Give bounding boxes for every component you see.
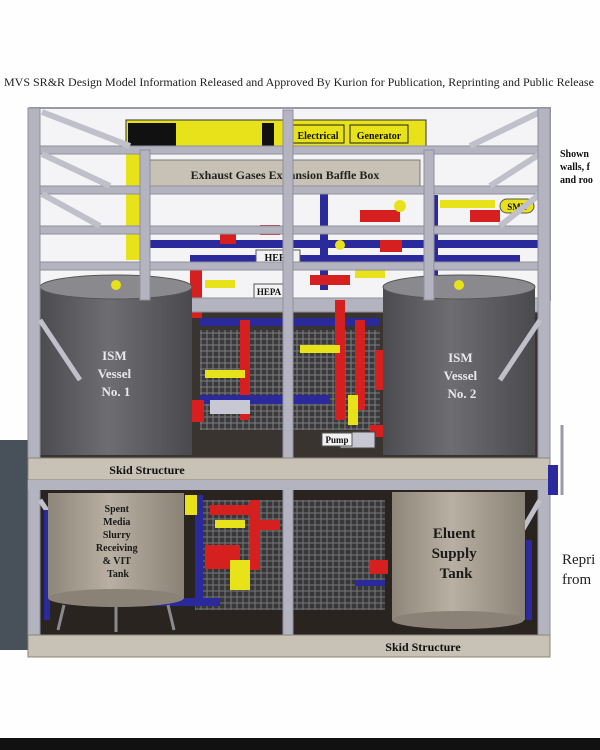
reprint-note-line: from [562, 572, 592, 588]
lower-pipework [44, 495, 532, 620]
generator-panel [262, 123, 274, 147]
eluent-tank [392, 492, 525, 620]
side-note-line: Shown [560, 149, 589, 160]
generator-label: Generator [357, 131, 402, 142]
ism-vessel-1 [40, 285, 192, 455]
eluent-tank-label-line: Eluent [433, 526, 476, 542]
eluent-tank-label-line: Supply [432, 546, 478, 562]
ism-vessel-1-label-line: No. 1 [102, 384, 131, 399]
spent-media-tank-label-line: & VIT [103, 556, 132, 567]
spent-media-tank-label-line: Receiving [96, 543, 138, 554]
ism-vessel-2-label-line: ISM [448, 350, 473, 365]
ism-vessel-2-port [454, 280, 464, 290]
spent-media-tank-bottom [48, 589, 184, 607]
pump-label-box [321, 432, 353, 447]
ism-vessel-1-label-line: Vessel [98, 366, 132, 381]
spent-media-tank-label: Spent Media Slurry Receiving & VIT Tank [96, 504, 140, 580]
yellow-column [126, 150, 140, 260]
side-note-line: and roo [560, 175, 593, 186]
ism-vessel-2-label-line: No. 2 [448, 386, 477, 401]
reprint-note-line: Repri [562, 552, 596, 568]
spent-media-tank-legs [56, 604, 176, 632]
spent-media-tank-label-line: Spent [105, 504, 130, 515]
spent-media-tank [48, 493, 184, 598]
ism-vessel-1-port [111, 280, 121, 290]
frame-braces [40, 109, 542, 229]
spent-media-tank-label-line: Tank [107, 569, 129, 580]
hepa-label-upper: HEPA [264, 253, 292, 264]
generator-label-box [349, 124, 409, 144]
sme-label: SME [507, 202, 527, 212]
spent-media-tank-label-line: Slurry [103, 530, 131, 541]
side-pipe [548, 465, 558, 495]
side-note-line: walls, f [560, 162, 590, 173]
eluent-tank-label-line: Tank [440, 566, 473, 582]
pump-label: Pump [325, 435, 348, 445]
skid-beam [28, 480, 550, 490]
bottom-bar [0, 738, 600, 750]
electrical-label: Electrical [297, 131, 338, 142]
skid-structure-upper-label: Skid Structure [109, 463, 185, 477]
ism-vessel-1-label: ISM Vessel No. 1 [98, 348, 135, 399]
ism-vessel-1-label-line: ISM [102, 348, 127, 363]
reprint-note: Repri from [562, 550, 595, 590]
caption-text: MVS SR&R Design Model Information Releas… [4, 75, 594, 89]
ism-vessel-2-label: ISM Vessel No. 2 [444, 350, 481, 401]
hepa-label-lower: HEPA [257, 287, 282, 297]
skid-structure-lower-label: Skid Structure [385, 640, 461, 654]
skid-structure-lower [27, 634, 551, 658]
frame-posts [27, 107, 551, 657]
spent-media-tank-label-line: Media [103, 517, 130, 528]
eluent-tank-label: Eluent Supply Tank [432, 526, 481, 582]
left-shadow [0, 440, 30, 650]
eluent-tank-bottom [392, 611, 524, 629]
side-note: Shown walls, f and roo [560, 148, 593, 187]
skid-structure-upper [27, 457, 551, 481]
generator-panel [128, 123, 176, 147]
ism-vessel-2-label-line: Vessel [444, 368, 478, 383]
